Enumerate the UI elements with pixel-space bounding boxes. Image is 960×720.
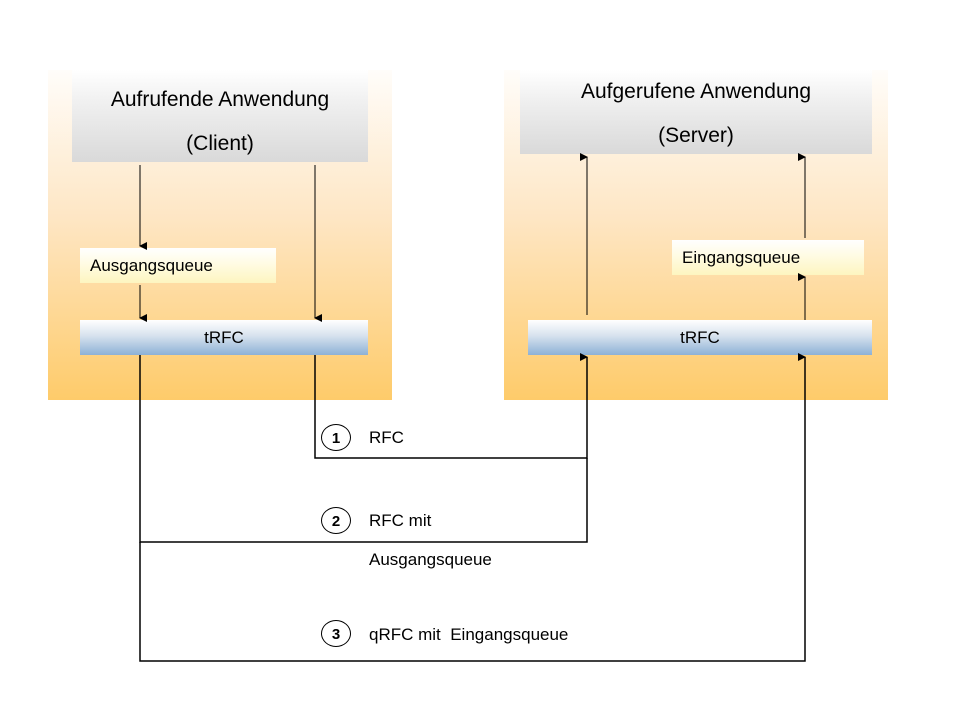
server-trfc-box: tRFC [528, 320, 872, 355]
path-2-number-badge: 2 [321, 507, 351, 534]
path-1-number-badge: 1 [321, 424, 351, 451]
path-2-rfc-outgoing-line [139, 355, 588, 543]
path-1-rfc-line [314, 353, 588, 459]
path-3-number-badge: 3 [321, 620, 351, 647]
server-header-box: Aufgerufene Anwendung (Server) [520, 70, 872, 154]
server-subtitle: (Server) [658, 124, 734, 147]
server-title: Aufgerufene Anwendung [580, 80, 812, 103]
client-subtitle: (Client) [186, 132, 254, 155]
path-2-label: RFC mit [369, 511, 432, 530]
client-outgoing-queue-box: Ausgangsqueue [80, 248, 276, 283]
client-title: Aufrufende Anwendung [110, 88, 330, 111]
client-header-box: Aufrufende Anwendung (Client) [72, 70, 368, 162]
server-incoming-queue-box: Eingangsqueue [672, 240, 864, 275]
path-3-label: qRFC mit Eingangsqueue [369, 625, 569, 644]
path-3-qrfc-incoming-line [139, 353, 806, 662]
client-trfc-box: tRFC [80, 320, 368, 355]
path-2-label-line2: Ausgangsqueue [369, 550, 492, 569]
path-1-label: RFC [369, 428, 404, 447]
